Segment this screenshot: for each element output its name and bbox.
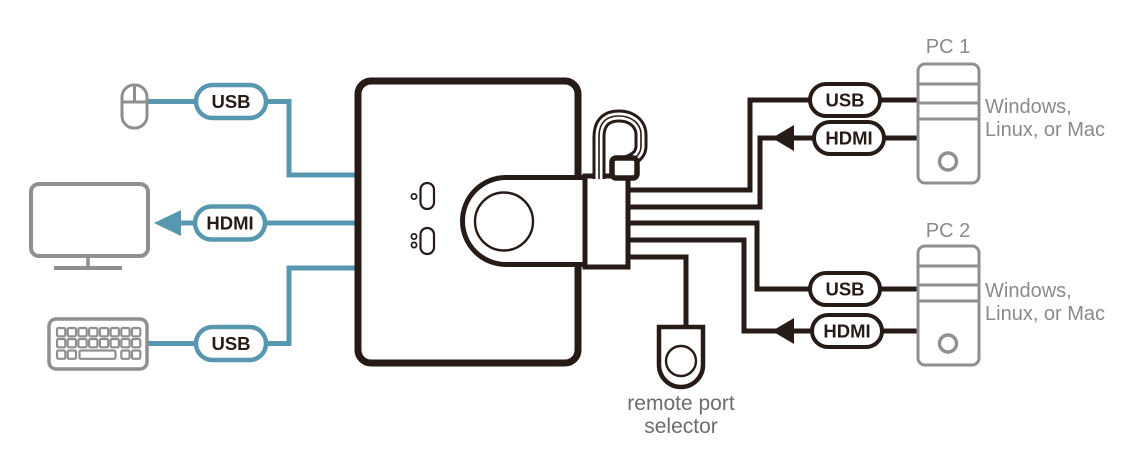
pc1-usb-cable [626,97,810,193]
pc1-hdmi-badge: HDMI [812,120,886,156]
remote-selector-button [664,344,698,378]
pc1-hdmi-label: HDMI [825,128,872,149]
usb-cable-loop-icon [592,109,648,181]
port-1-indicator [410,181,436,211]
pc2-usb-badge: USB [808,271,882,307]
cable-bundle [460,175,584,267]
pc2-os-line1: Windows, [985,280,1072,302]
pc2-os-line2: Linux, or Mac [985,303,1105,325]
keyboard-usb-badge: USB [193,324,269,363]
pc2-tower: PC 2 Windows, Linux, or Mac [880,220,1105,367]
port-2-indicator [410,226,436,256]
remote-selector-label-line2: selector [644,415,718,438]
monitor-hdmi-label: HDMI [206,213,253,234]
pc1-os-line2: Linux, or Mac [985,119,1105,141]
monitor-icon [29,182,150,270]
keyboard-icon [47,317,149,371]
pc1-usb-badge: USB [808,82,882,118]
keyboard-usb-cable [147,265,358,346]
keyboard-usb-label: USB [211,333,250,354]
mouse-usb-label: USB [211,91,250,112]
mouse-usb-badge: USB [193,82,269,121]
cable-connector-block [582,173,631,270]
pc1-hdmi-arrow-icon [772,125,794,151]
pc1-usb-label: USB [825,90,864,111]
pc1-power-button-icon [937,151,959,172]
remote-selector-label-line1: remote port [627,392,735,415]
remote-port-selector: remote port selector [627,324,735,438]
pc2-hdmi-cable [626,237,812,344]
mouse-icon [120,83,149,130]
pc2-power-button-icon [937,333,959,354]
kvm-switch [354,77,648,367]
remote-selector-cable [626,254,689,330]
pc2-hdmi-label: HDMI [823,321,870,342]
mouse-usb-cable [147,99,358,178]
pc2-hdmi-arrow-icon [772,318,794,344]
monitor-hdmi-badge: HDMI [192,204,268,242]
pc2-name: PC 2 [926,220,970,242]
monitor-hdmi-arrow-icon [154,210,181,236]
pc1-hdmi-cable [626,125,814,210]
pc2-usb-label: USB [825,279,864,300]
pc1-os-line1: Windows, [985,96,1072,118]
pc2-hdmi-badge: HDMI [810,313,884,349]
pc1-name: PC 1 [926,36,970,58]
pc2-usb-cable [626,220,810,292]
pc1-tower: PC 1 Windows, Linux, or Mac [880,36,1105,185]
